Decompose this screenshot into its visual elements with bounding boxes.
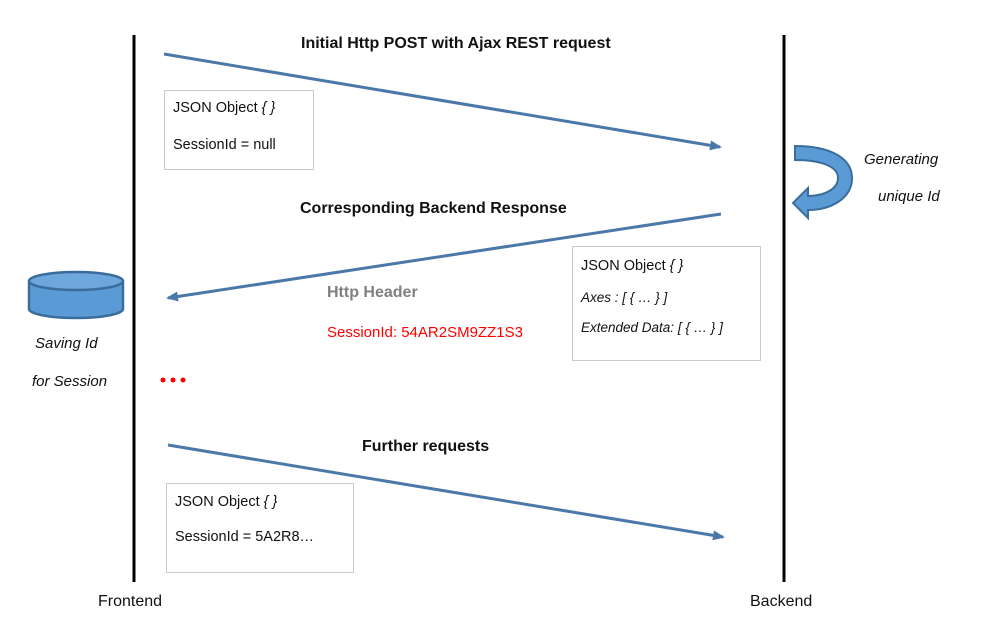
initial-request-arrow [163,52,722,151]
initial-request-label: Initial Http POST with Ajax REST request [301,35,611,52]
extended-data-line: Extended Data: [ { … } ] [581,320,723,335]
backend-label: Backend [750,593,813,610]
saving-id-note-line1: Saving Id [35,335,98,352]
backend-response-arrow [166,212,722,302]
backend-response-label: Corresponding Backend Response [300,200,567,217]
generating-note-line2: unique Id [878,188,940,205]
json-object-title: JSON Object [175,494,260,510]
saving-id-note-line2: for Session [32,373,108,390]
session-id-line: SessionId = null [173,137,276,153]
session-id-line: SessionId = 5A2R8… [175,529,315,545]
further-requests-label: Further requests [362,438,490,455]
database-icon [27,270,125,320]
json-braces: { } [263,494,278,510]
request-json-box: JSON Object { } SessionId = null [164,90,314,170]
axes-line: Axes : [ { … } ] [581,290,668,305]
response-json-box: JSON Object { } Axes : [ { … } ] Extende… [572,246,761,361]
json-braces: { } [669,258,684,274]
session-id-header-value: SessionId: 54AR2SM9ZZ1S3 [327,324,523,341]
curved-arrow-icon [791,144,854,221]
further-requests-arrow [167,443,725,541]
json-object-title: JSON Object [581,258,666,274]
frontend-label: Frontend [98,593,163,610]
json-braces: { } [261,100,276,116]
json-object-title: JSON Object [173,100,258,116]
http-header-label: Http Header [327,284,418,301]
further-json-box: JSON Object { } SessionId = 5A2R8… [166,483,354,573]
generating-note-line1: Generating [864,151,939,168]
ellipsis-dots [160,377,186,383]
